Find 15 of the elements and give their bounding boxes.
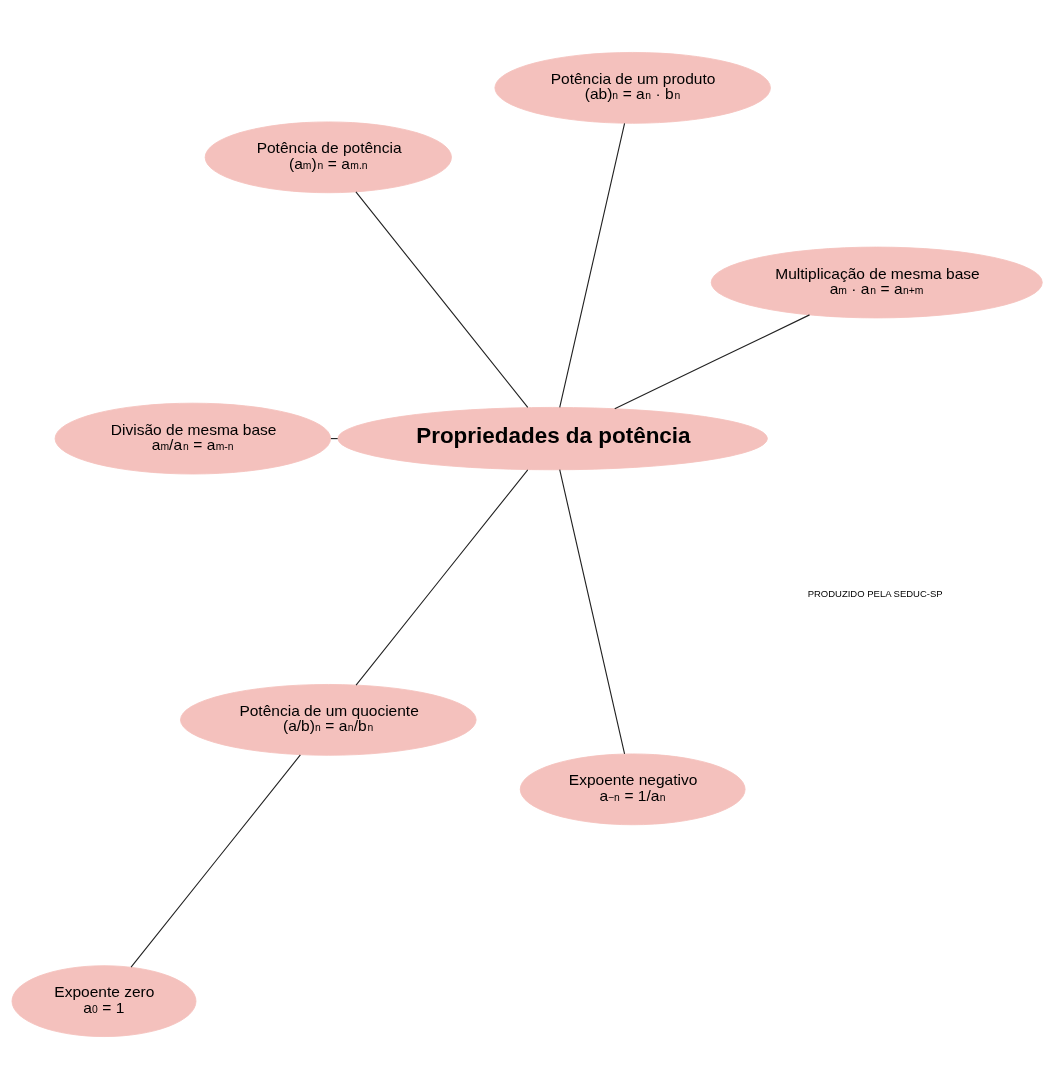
- connector: [559, 122, 626, 408]
- connector: [614, 313, 811, 409]
- node-ellipse: Multiplicação de mesma base am · an = an+m: [710, 246, 1043, 318]
- node-ellipse: Expoente negativo a−n = 1/an: [519, 753, 746, 825]
- node-ellipse: Propriedades da potência: [337, 406, 768, 470]
- connector: [355, 190, 529, 408]
- connector: [355, 468, 529, 686]
- connector: [559, 468, 626, 754]
- node-ellipse: Potência de potência (am)n = am.n: [204, 120, 452, 193]
- connector: [130, 753, 301, 968]
- node-ellipse: Divisão de mesma base am/an = am-n: [54, 402, 332, 474]
- label: PRODUZIDO PELA SEDUC-SP: [807, 587, 943, 599]
- node-ellipse: Potência de um quociente (a/b)n = an/bn: [180, 683, 477, 756]
- node-ellipse: Potência de um produto (ab)n = an · bn: [494, 51, 771, 124]
- node-ellipse: Expoente zero a0 = 1: [11, 964, 197, 1037]
